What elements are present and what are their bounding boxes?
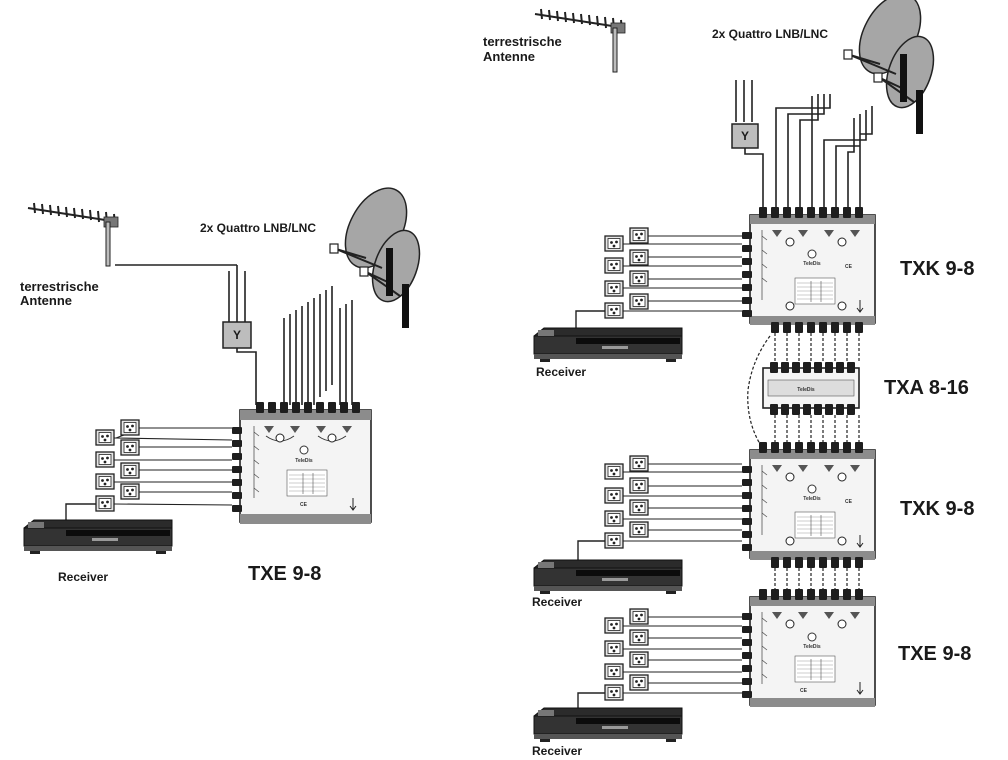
right-switch-2-ce-mark: CE xyxy=(845,499,853,505)
left-combiner: Y xyxy=(222,321,252,349)
left-multiswitch: TeleDis CE xyxy=(232,402,372,524)
left-switch-ce-mark: CE xyxy=(300,502,308,508)
left-antenna-label-line1: terrestrische xyxy=(20,279,99,294)
right-outlets-1 xyxy=(575,227,742,330)
right-receiver-1-label: Receiver xyxy=(536,365,586,379)
right-switch-3-label: TXE 9-8 xyxy=(898,643,971,665)
right-amplifier-label: TXA 8-16 xyxy=(884,377,969,399)
right-switch-3-ce-mark: CE xyxy=(800,688,808,694)
left-switch-label: TXE 9-8 xyxy=(248,563,321,585)
left-combiner-symbol: Y xyxy=(233,328,241,342)
right-receiver-3 xyxy=(533,707,683,743)
right-lnb-label: 2x Quattro LNB/LNC xyxy=(712,27,828,41)
right-outlets-3 xyxy=(577,608,742,710)
right-switch-1-label: TXK 9-8 xyxy=(900,258,974,280)
left-satellite-dishes xyxy=(329,176,430,329)
right-antenna-label-line1: terrestrische xyxy=(483,34,562,49)
right-switch-1-ce-mark: CE xyxy=(845,264,853,270)
right-satellite-dishes xyxy=(843,0,944,135)
right-amplifier: TeleDis xyxy=(762,362,860,415)
left-switch-brand: TeleDis xyxy=(295,458,313,464)
right-system: terrestrische Antenne 2x Quattro LNB/LNC… xyxy=(483,0,974,758)
left-antenna-label-line2: Antenne xyxy=(20,293,72,308)
right-outlets-2 xyxy=(577,455,742,562)
left-terrestrial-antenna xyxy=(27,202,119,267)
right-receiver-3-label: Receiver xyxy=(532,744,582,758)
left-outlets xyxy=(65,419,233,522)
right-receiver-1 xyxy=(533,327,683,363)
right-switch-2-label: TXK 9-8 xyxy=(900,498,974,520)
right-antenna-label-line2: Antenne xyxy=(483,49,535,64)
left-receiver xyxy=(23,519,173,555)
right-combiner: Y xyxy=(731,123,759,149)
left-system: terrestrische Antenne 2x Quattro LNB/LNC… xyxy=(20,176,430,585)
right-receiver-2-label: Receiver xyxy=(532,595,582,609)
right-multiswitch-3: TeleDis CE xyxy=(742,589,876,707)
right-receiver-2 xyxy=(533,559,683,595)
right-switch-3-brand: TeleDis xyxy=(803,644,821,650)
left-lnb-label: 2x Quattro LNB/LNC xyxy=(200,221,316,235)
right-combiner-symbol: Y xyxy=(741,129,749,143)
right-amplifier-brand: TeleDis xyxy=(797,387,815,393)
right-switch-2-brand: TeleDis xyxy=(803,496,821,502)
left-receiver-label: Receiver xyxy=(58,570,108,584)
right-multiswitch-1: TeleDis CE xyxy=(742,207,876,333)
right-switch-1-brand: TeleDis xyxy=(803,261,821,267)
right-multiswitch-2: TeleDis CE xyxy=(742,442,876,568)
